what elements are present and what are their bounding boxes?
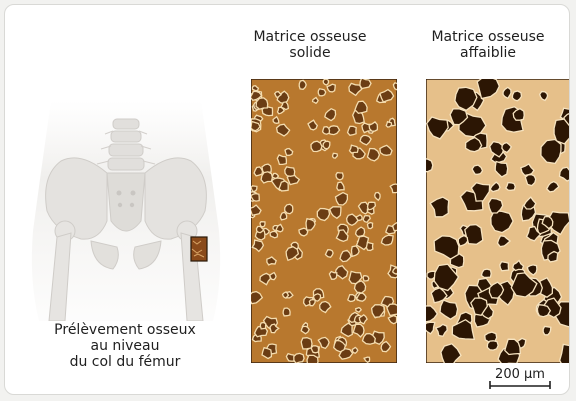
solid-bone-matrix-image [251,79,397,363]
bone-pore [323,79,328,85]
bone-pore [386,122,391,127]
bone-pore [280,212,286,220]
bone-pore [270,231,277,238]
bone-pore [329,272,336,280]
bone-pore [352,347,357,353]
sample-location-marker [191,237,207,261]
bone-pore [366,242,373,250]
bone-pore [309,300,315,306]
bone-pore [285,167,295,176]
scale-bar [489,380,551,390]
sample-caption: Prélèvement osseux au niveau du col du f… [27,322,223,370]
bone-pore [299,80,306,89]
solid-title-line-1: Matrice osseuse [245,29,375,45]
bone-pore [481,269,491,277]
weak-bone-matrix-image [426,79,570,363]
bone-pore [311,346,319,353]
bone-pore [348,126,357,135]
bone-pore [307,355,318,363]
bone-pore [272,173,278,178]
bone-pore [301,338,312,349]
solid-panel-title: Matrice osseuse solide [245,29,375,61]
weak-title-line-2: affaiblie [423,45,553,61]
bone-pore [350,145,359,153]
bone-pore [336,173,343,180]
bone-pore [363,334,376,345]
bone-pore [363,276,369,281]
bone-pore [487,341,498,350]
bone-pore [356,308,362,313]
bone-pore [541,140,561,164]
weak-panel-title: Matrice osseuse affaiblie [423,29,553,61]
bone-pore [506,183,516,191]
caption-line-2: au niveau [27,338,223,354]
caption-line-1: Prélèvement osseux [27,322,223,338]
bone-pore [500,262,509,271]
figure-card: Prélèvement osseux au niveau du col du f… [4,4,570,395]
bone-pore [294,353,304,363]
bone-pore [318,89,325,96]
bone-pore [256,98,268,109]
pelvis-illustration [21,91,231,321]
bone-pore [360,79,371,89]
bone-pore [261,172,272,183]
bone-pore [368,223,373,229]
bone-pore [543,327,551,335]
bone-pore [326,250,334,258]
bone-pore [333,153,338,158]
bone-pore [283,308,290,316]
bone-pore [311,141,322,151]
bone-pore [251,186,257,192]
bone-pore [323,127,330,135]
bone-pore [512,91,521,101]
bone-pore [260,323,265,329]
bone-pore [285,204,293,214]
bone-pore [348,295,355,302]
bone-pore [356,215,362,221]
bone-pore [525,175,535,186]
weak-title-line-1: Matrice osseuse [423,29,553,45]
bone-pore [368,149,380,161]
bone-pore [323,141,330,149]
bone-pore [277,155,286,164]
solid-title-line-2: solide [245,45,375,61]
caption-line-3: du col du fémur [27,354,223,370]
